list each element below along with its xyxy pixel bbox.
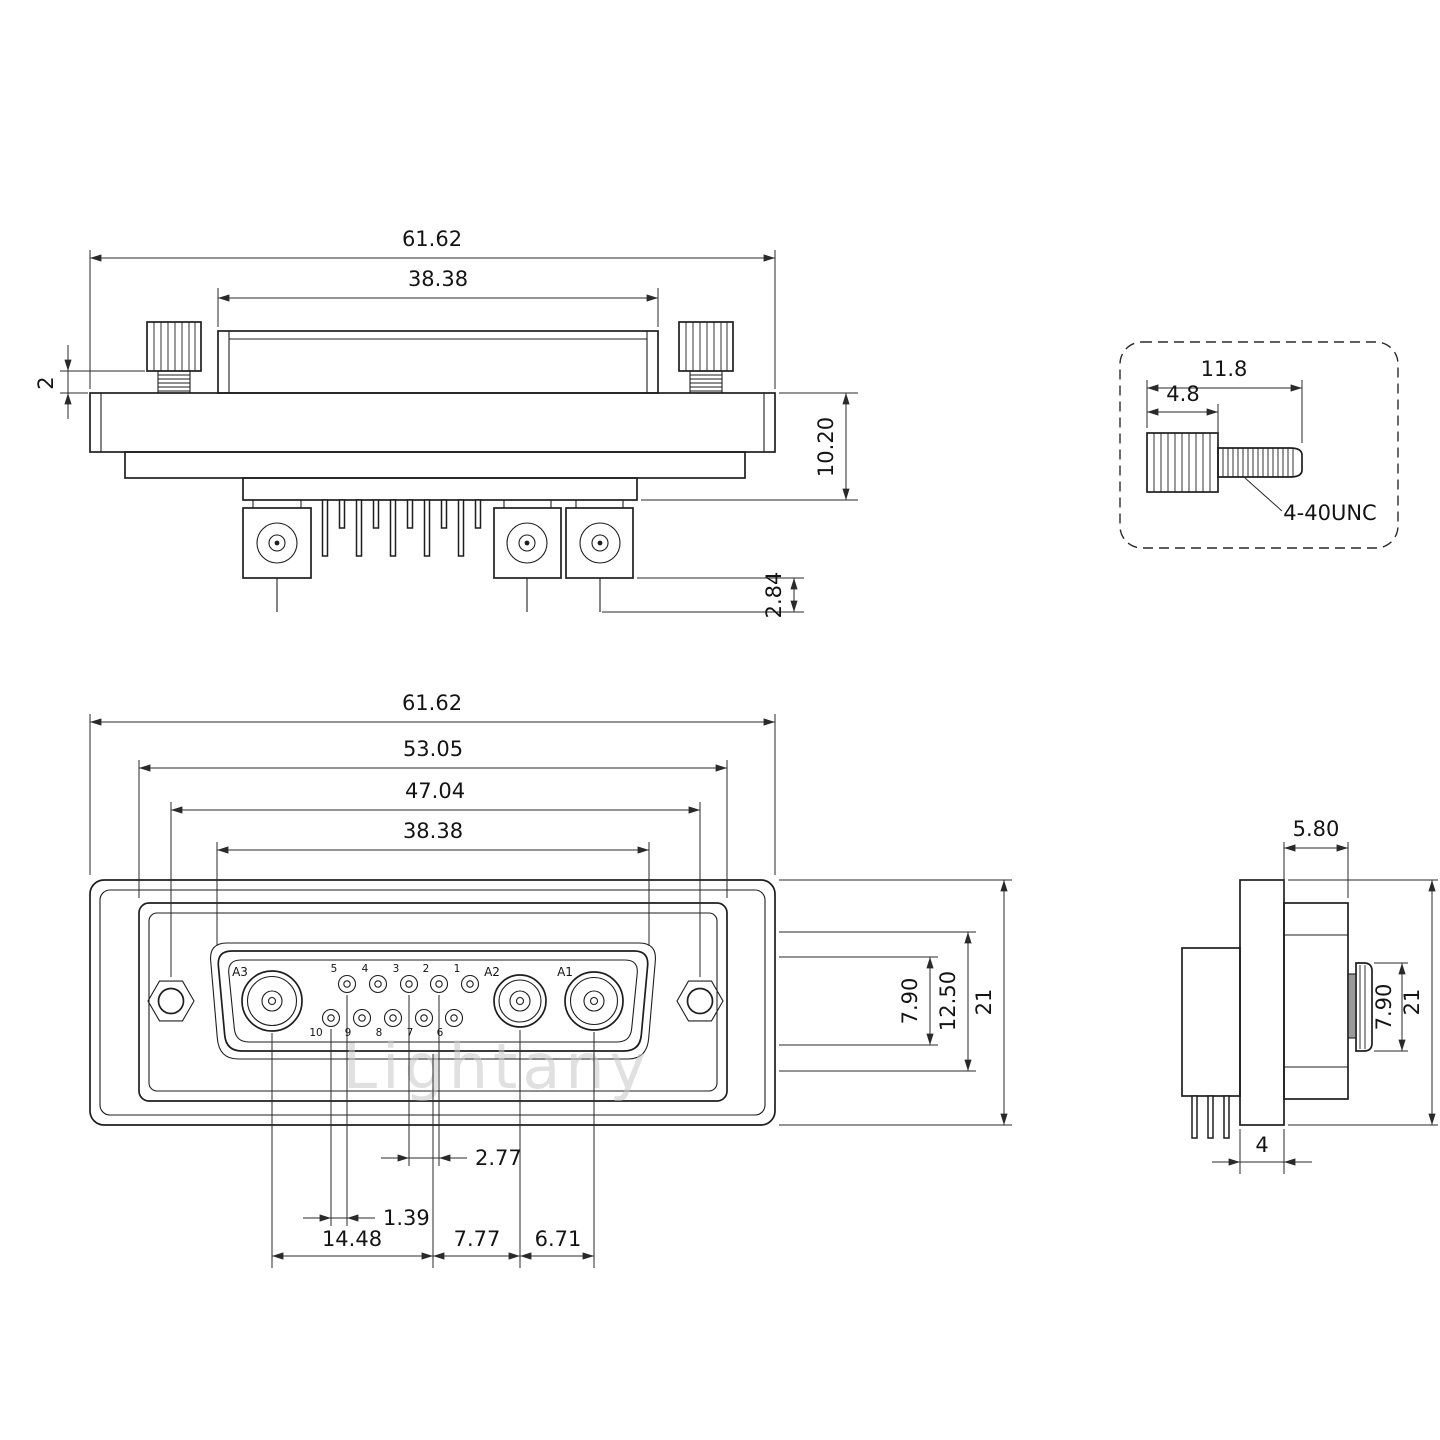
rear-step — [124, 451, 746, 479]
contact-label-a1: A1 — [557, 965, 573, 979]
dim-head-length: 4.8 — [1166, 382, 1199, 406]
thumbscrew-left — [146, 321, 202, 394]
dim-pin-protrusion: 2.84 — [762, 572, 786, 619]
side-view: 5.80 7.90 21 4 — [1181, 817, 1438, 1174]
pin-label: 4 — [362, 963, 369, 975]
mount-hole-left — [147, 980, 195, 1022]
dim-cavity-height: 12.50 — [936, 971, 960, 1031]
watermark: Lightany — [343, 1030, 652, 1103]
dim-flange-thickness: 4 — [1255, 1133, 1268, 1157]
dim-shell-width: 38.38 — [403, 819, 463, 843]
top-view: 61.62 38.38 2 10.20 2.84 — [34, 227, 858, 618]
dim-overall-width: 61.62 — [402, 227, 462, 251]
detail-border — [1119, 341, 1399, 549]
solder-pins — [321, 499, 482, 557]
rear-body — [242, 477, 638, 501]
dim-screw-length: 11.8 — [1201, 357, 1248, 381]
dim-overall-height: 21 — [972, 989, 996, 1016]
screw-detail: 11.8 4.8 4-40UNC — [1119, 341, 1399, 549]
pin-label: 7 — [407, 1027, 414, 1039]
dim-mount-span: 47.04 — [405, 779, 465, 803]
side-thumbscrew — [1347, 962, 1373, 1052]
coax-block-left — [242, 500, 312, 612]
side-flange — [1239, 879, 1285, 1126]
dim-screw-standoff: 2 — [34, 376, 58, 389]
thumbscrew-detail — [1146, 432, 1303, 493]
pin-label: 1 — [454, 963, 461, 975]
contact-label-a2: A2 — [484, 965, 500, 979]
dim-a3-offset: 14.48 — [322, 1227, 382, 1251]
coax-contact-a2 — [493, 974, 547, 1028]
pin-label: 2 — [423, 963, 430, 975]
dim-a1-offset: 6.71 — [535, 1227, 582, 1251]
side-shell — [1283, 902, 1349, 1100]
pcb-pins — [1191, 1095, 1230, 1139]
coax-contact-a1 — [564, 971, 624, 1031]
contact-label-a3: A3 — [232, 965, 248, 979]
dsub-opening — [210, 942, 656, 1060]
dim-screw-diameter: 7.90 — [1372, 984, 1396, 1031]
dim-pin-pitch: 2.77 — [475, 1146, 522, 1170]
dim-a2-offset: 7.77 — [454, 1227, 501, 1251]
signal-pins-bottom-row — [321, 1008, 464, 1028]
dim-flange-width: 53.05 — [403, 737, 463, 761]
dim-overall-height: 21 — [1400, 989, 1424, 1016]
dim-coax-height: 7.90 — [898, 978, 922, 1025]
dim-body-depth: 10.20 — [814, 417, 838, 477]
dim-shell-depth: 5.80 — [1293, 817, 1340, 841]
dim-shell-width: 38.38 — [408, 267, 468, 291]
pin-label: 8 — [376, 1027, 383, 1039]
dim-overall-width: 61.62 — [402, 691, 462, 715]
front-view: A3 A2 A1 5 4 3 2 1 10 9 8 7 6 Lightany 6… — [89, 691, 1012, 1268]
signal-pins-top-row — [337, 974, 480, 994]
label-thread-spec: 4-40UNC — [1283, 501, 1376, 525]
pin-label: 3 — [393, 963, 400, 975]
thumbscrew-right — [678, 321, 734, 394]
pin-label: 10 — [309, 1027, 322, 1039]
pin-label: 5 — [331, 963, 338, 975]
flange-outline — [89, 392, 776, 453]
coax-block-middle — [493, 500, 562, 612]
pin-label: 6 — [437, 1027, 444, 1039]
rear-bracket — [1181, 947, 1241, 1097]
coax-contact-a3 — [241, 970, 303, 1032]
shell-outline — [217, 330, 659, 394]
mount-hole-right — [676, 980, 724, 1022]
pin-label: 9 — [345, 1027, 352, 1039]
dim-row-offset: 1.39 — [383, 1206, 430, 1230]
coax-block-right — [565, 500, 634, 612]
leader-line — [1244, 477, 1283, 512]
